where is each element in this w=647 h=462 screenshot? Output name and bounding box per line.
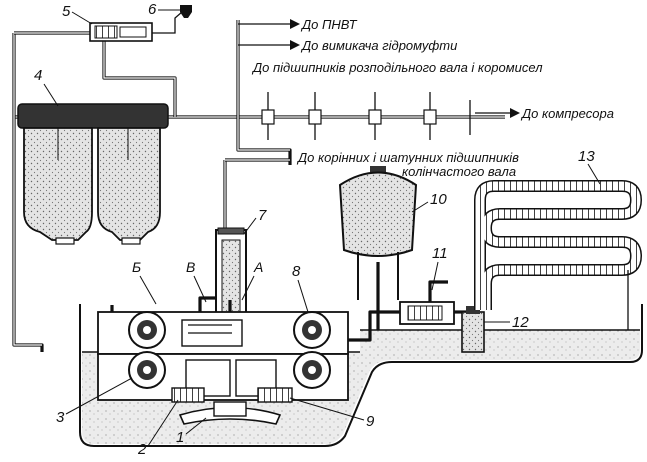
channel-letter-v: В — [186, 259, 195, 275]
relief-valve-2 — [171, 387, 205, 403]
part-number-9: 9 — [366, 413, 375, 430]
oil-pump-assembly — [97, 311, 349, 401]
dest-fluid-coupling: До вимикача гідромуфти — [300, 38, 457, 53]
dest-crankshaft-bearings-1: До корінних і шатунних підшипників — [296, 150, 519, 165]
part-number-8: 8 — [292, 263, 301, 280]
part-number-6: 6 — [148, 1, 157, 18]
destination-labels: До ПНВТ До вимикача гідромуфти До підшип… — [251, 17, 614, 179]
dest-camshaft-bearings: До підшипників розподільного вала і коро… — [251, 60, 543, 75]
channel-letter-b: Б — [132, 259, 141, 275]
part-numbers: 5 6 4 7 10 11 12 13 8 3 2 1 9 — [34, 1, 601, 458]
part-number-3: 3 — [56, 409, 65, 426]
temperature-sensor-12 — [461, 306, 485, 353]
dest-pnvt: До ПНВТ — [300, 17, 358, 32]
pressure-sensor-6 — [180, 5, 192, 18]
part-number-7: 7 — [258, 207, 267, 224]
part-number-4: 4 — [34, 67, 42, 84]
radiator-valve-11 — [380, 280, 468, 325]
pump-gear-lower-right — [293, 351, 331, 389]
part-number-5: 5 — [62, 3, 71, 20]
centrifuge-10 — [338, 166, 418, 330]
oil-intake-1 — [178, 401, 282, 425]
camshaft-bearing-branches — [261, 92, 471, 140]
part-number-2: 2 — [137, 441, 147, 458]
pump-gear-upper-right — [293, 311, 331, 349]
pump-gear-upper-left — [128, 311, 166, 349]
centrifugal-filter-4 — [17, 103, 169, 245]
part-number-1: 1 — [176, 429, 184, 446]
dest-crankshaft-bearings-2: колінчастого вала — [402, 164, 516, 179]
channel-letter-a: А — [253, 259, 263, 275]
pump-gear-lower-left — [128, 351, 166, 389]
oil-radiator-13 — [474, 180, 643, 330]
pump-feed-lines — [110, 296, 380, 342]
dest-compressor: До компресора — [520, 106, 614, 121]
pressure-valve-5 — [89, 22, 153, 42]
part-number-11: 11 — [432, 245, 448, 262]
part-number-12: 12 — [512, 314, 529, 331]
relief-valve-9 — [257, 387, 293, 403]
part-number-13: 13 — [578, 148, 595, 165]
part-number-10: 10 — [430, 191, 447, 208]
channel-letters: Б В А — [132, 259, 263, 305]
